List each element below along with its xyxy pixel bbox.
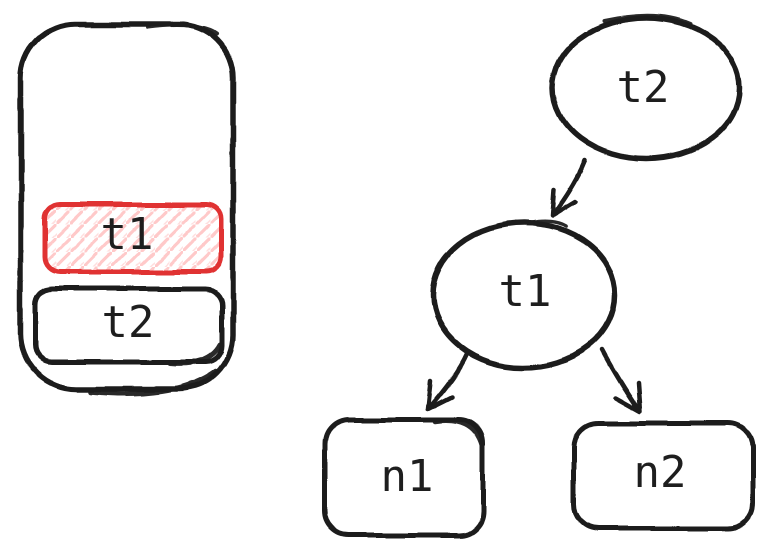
tree-node-n1-label: n1: [381, 451, 434, 502]
t1-ellipse-top-retrace-stroke: [528, 219, 568, 228]
container-top-retrace-stroke: [146, 23, 219, 36]
tree-node-t2-ellipse: [549, 14, 743, 162]
n1-corner-retrace-stroke: [433, 419, 486, 450]
edge-t1-n1: [425, 351, 470, 412]
edge-t2-t1: [549, 158, 588, 219]
stack-item-t2-label: t2: [102, 297, 155, 348]
tree-node-n1-box: [322, 417, 486, 538]
tree-node-n2-label: n2: [634, 447, 687, 498]
labels-group: t1 t2 t2 t1 n1 n2: [101, 62, 687, 502]
edge-t2-t1-arrowhead-icon: [549, 186, 578, 219]
stack-item-t2-corner-retrace-stroke: [167, 342, 223, 366]
stack-item-t1-box: [42, 201, 224, 275]
container-bottom-retrace-stroke: [87, 368, 219, 397]
stack-item-t1-label: t1: [101, 209, 154, 260]
tree-node-t1-ellipse: [430, 220, 618, 370]
stack-group: [18, 21, 236, 397]
stack-container-box: [18, 21, 236, 392]
tree-node-t2-label: t2: [617, 62, 670, 113]
edge-t1-n2-line: [599, 347, 642, 414]
edge-t2-t1-line: [550, 158, 588, 218]
edge-t1-n1-arrowhead-icon: [425, 378, 455, 412]
edge-t1-n2: [599, 347, 643, 415]
tree-node-t1-label: t1: [499, 266, 552, 317]
edge-t1-n2-arrowhead-icon: [612, 381, 643, 415]
tree-group: [322, 12, 755, 538]
edges-group: [425, 158, 643, 415]
t2-ellipse-top-retrace-stroke: [602, 12, 692, 25]
edge-t1-n1-line: [426, 351, 470, 411]
tree-node-n2-box: [571, 420, 755, 531]
stack-item-t2-box: [33, 286, 225, 365]
